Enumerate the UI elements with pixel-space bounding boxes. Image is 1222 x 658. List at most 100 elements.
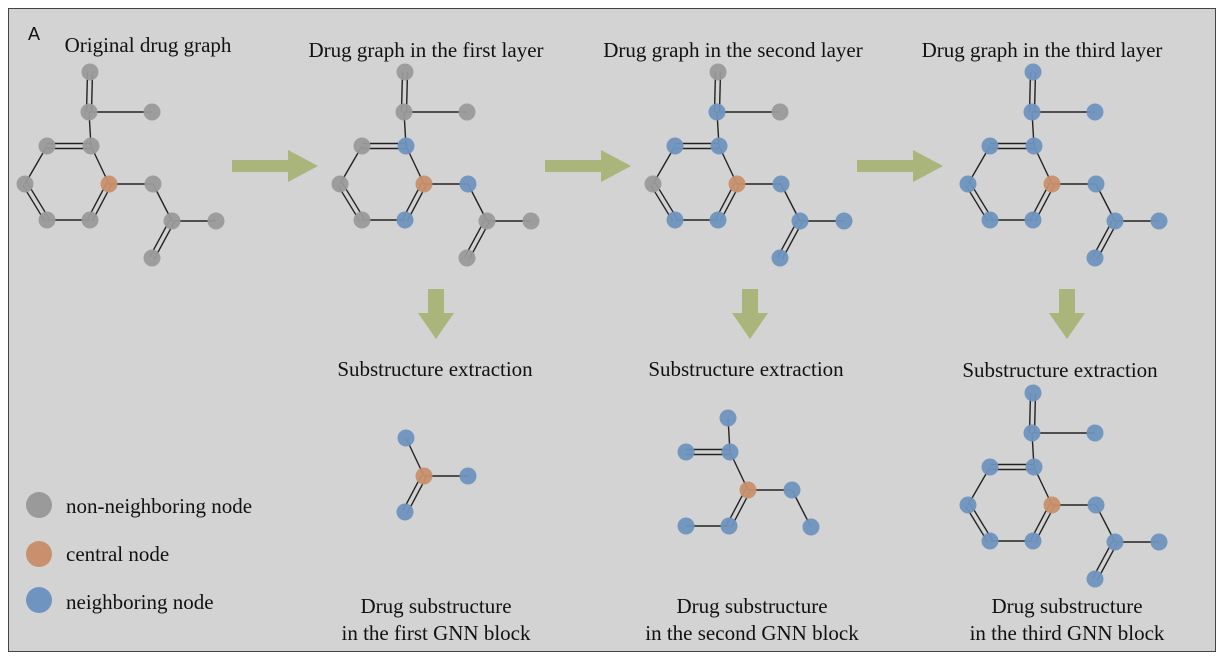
substructure-2 [677,409,820,536]
atom-node [1150,533,1168,551]
arrow-to-layer2 [545,150,631,182]
atom-node [415,175,433,193]
atom-node [144,175,162,193]
title-third-layer: Drug graph in the third layer [921,38,1163,62]
atom-node [719,409,737,427]
atom-node [1087,175,1105,193]
atom-node [396,503,414,521]
atom-node [459,175,477,193]
atom-node [1086,249,1104,267]
arrow-down-3 [1049,289,1085,339]
caption-third-block-line2: in the third GNN block [969,621,1165,645]
atom-node [415,467,433,485]
caption-third-block-line1: Drug substructure [991,594,1143,618]
atom-node [677,517,695,535]
atom-node [1150,212,1168,230]
atom-node [728,175,746,193]
atom-node [783,481,801,499]
atom-node [739,481,757,499]
atom-node [397,137,415,155]
atom-node [720,517,738,535]
atom-node [981,137,999,155]
extraction-label-3: Substructure extraction [962,358,1158,382]
original-graph [16,63,225,267]
atom-node [981,458,999,476]
atom-node [1106,212,1124,230]
atom-node [710,137,728,155]
legend-label-neighboring: neighboring node [66,590,214,614]
atom-node [396,211,414,229]
atom-node [82,137,100,155]
atom-node [395,103,413,121]
caption-first-block-line1: Drug substructure [360,594,512,618]
atom-node [16,175,34,193]
atom-node [1086,424,1104,442]
atom-node [1086,103,1104,121]
atom-node [959,175,977,193]
atom-node [1086,570,1104,588]
substructure-1 [396,429,477,521]
atom-node [522,212,540,230]
atom-node [1106,533,1124,551]
atom-node [397,429,415,447]
title-first-layer: Drug graph in the first layer [308,38,544,62]
atom-node [644,175,662,193]
atom-node [771,103,789,121]
atom-node [207,212,225,230]
atom-node [802,518,820,536]
atom-node [1025,137,1043,155]
legend-dot-non-neighboring [26,492,52,518]
atom-node [1043,175,1061,193]
atom-node [163,212,181,230]
atom-node [396,63,414,81]
atom-node [81,211,99,229]
arrow-down-2 [732,289,768,339]
title-original-graph: Original drug graph [64,33,232,57]
atom-node [458,249,476,267]
atom-node [981,211,999,229]
caption-second-block-line2: in the second GNN block [645,621,859,645]
title-second-layer: Drug graph in the second layer [603,38,863,62]
atom-node [959,496,977,514]
atom-node [1023,103,1041,121]
atom-node [331,175,349,193]
atom-node [721,443,739,461]
atom-node [38,211,56,229]
figure-panel: A [8,8,1216,652]
atom-node [835,212,853,230]
arrow-down-1 [418,289,454,339]
atom-node [791,212,809,230]
atom-node [1024,384,1042,402]
atom-node [1023,424,1041,442]
layer2-graph [644,63,853,267]
atom-node [666,211,684,229]
layer1-graph [331,63,540,267]
atom-node [1025,458,1043,476]
arrow-to-layer1 [232,150,318,182]
atom-node [38,137,56,155]
atom-node [677,443,695,461]
atom-node [771,249,789,267]
atom-node [708,103,726,121]
panel-label: A [28,24,41,44]
atom-node [981,532,999,550]
caption-second-block-line1: Drug substructure [676,594,828,618]
atom-node [353,137,371,155]
atom-node [1043,496,1061,514]
legend-label-central: central node [66,542,170,566]
atom-node [1024,63,1042,81]
substructure-3 [959,384,1168,588]
atom-node [478,212,496,230]
atom-node [458,103,476,121]
caption-first-block-line2: in the first GNN block [341,621,531,645]
legend-dot-central [26,541,52,567]
atom-node [709,211,727,229]
atom-node [100,175,118,193]
atom-node [1024,211,1042,229]
extraction-label-1: Substructure extraction [337,357,533,381]
atom-node [81,63,99,81]
atom-node [143,249,161,267]
atom-node [709,63,727,81]
legend-dot-neighboring [26,587,52,613]
